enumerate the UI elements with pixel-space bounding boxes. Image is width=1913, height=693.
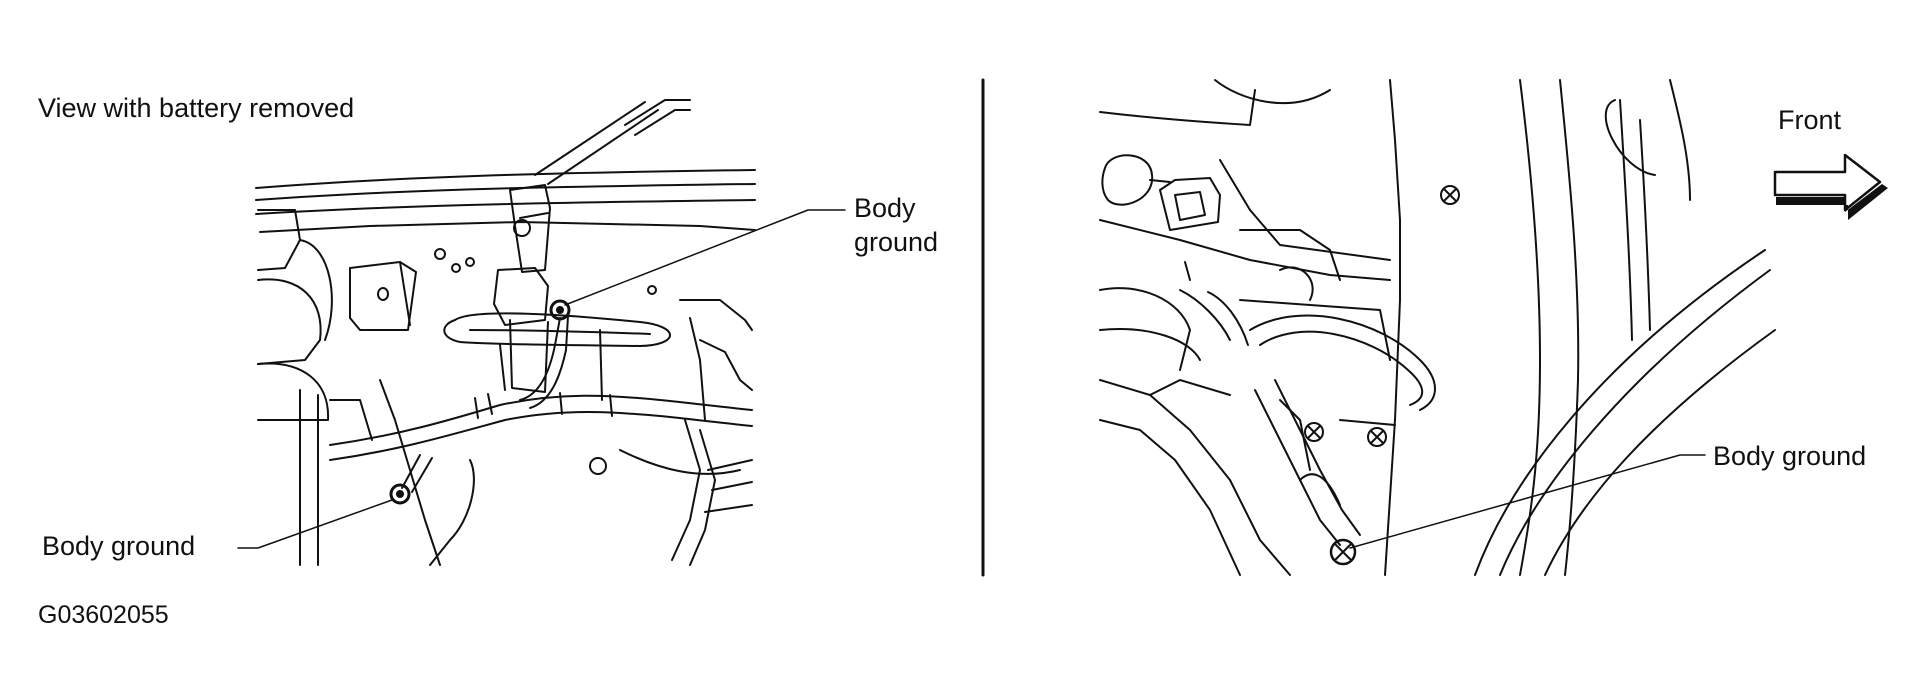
view-caption: View with battery removed [38,93,355,123]
leader-line-left-top [565,210,845,305]
front-direction-label: Front [1778,105,1842,135]
leader-line-left-bottom [238,500,392,548]
left-engine-bay-drawing [256,100,755,565]
body-ground-label-left-top: Body ground [854,192,938,260]
figure-id: G03602055 [38,601,169,629]
arrow-right-icon [1775,155,1888,220]
right-chassis-drawing [1100,80,1775,575]
body-ground-label-left-bottom: Body ground [42,531,196,561]
body-ground-label-left-top-line1: Body [854,193,916,223]
body-ground-label-left-top-line2: ground [854,226,939,257]
body-ground-label-right: Body ground [1713,441,1867,471]
leader-line-right [1350,455,1705,548]
